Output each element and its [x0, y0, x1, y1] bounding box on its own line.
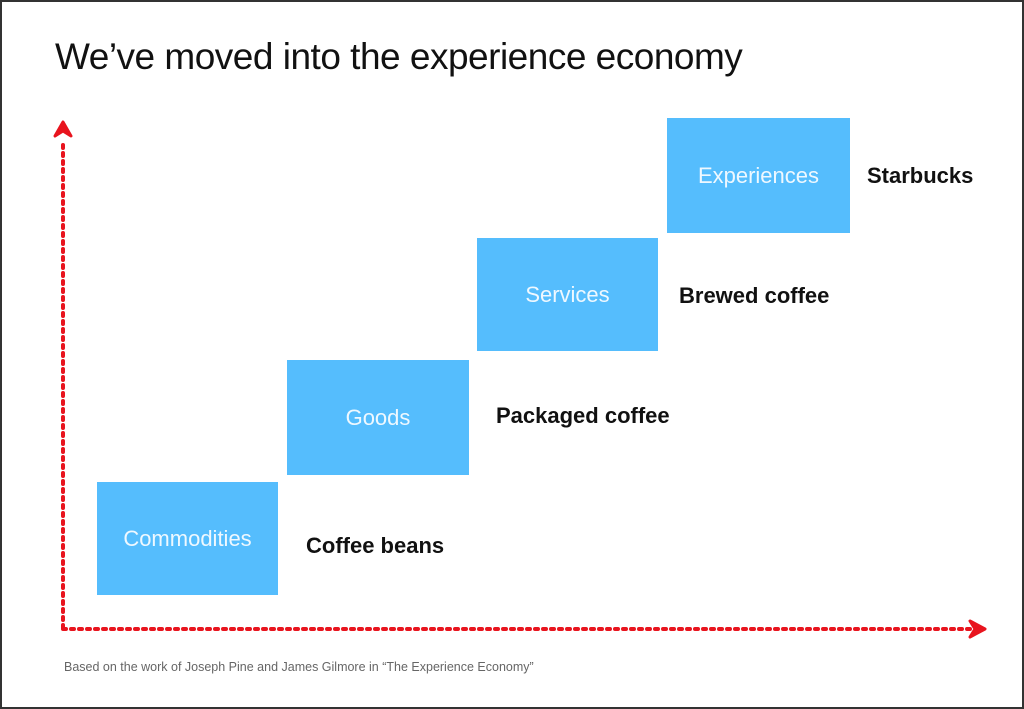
stage-label: Commodities [123, 525, 252, 551]
stage-box-experiences: Experiences [667, 118, 850, 233]
stage-example-starbucks: Starbucks [867, 163, 974, 188]
y-axis-arrow-icon [53, 120, 73, 630]
stage-example-coffee-beans: Coffee beans [306, 533, 445, 558]
stage-label: Goods [345, 404, 411, 430]
stage-label: Experiences [697, 162, 820, 188]
slide-title: We’ve moved into the experience economy [55, 36, 743, 77]
stage-box-services: Services [477, 238, 658, 351]
stage-example-brewed-coffee: Brewed coffee [679, 283, 830, 308]
source-caption: Based on the work of Joseph Pine and Jam… [64, 660, 534, 674]
stage-box-goods: Goods [287, 360, 469, 475]
stage-box-commodities: Commodities [97, 482, 278, 595]
x-axis-arrow-icon [61, 619, 987, 639]
stage-label: Services [525, 281, 610, 307]
stage-example-packaged-coffee: Packaged coffee [496, 403, 670, 428]
